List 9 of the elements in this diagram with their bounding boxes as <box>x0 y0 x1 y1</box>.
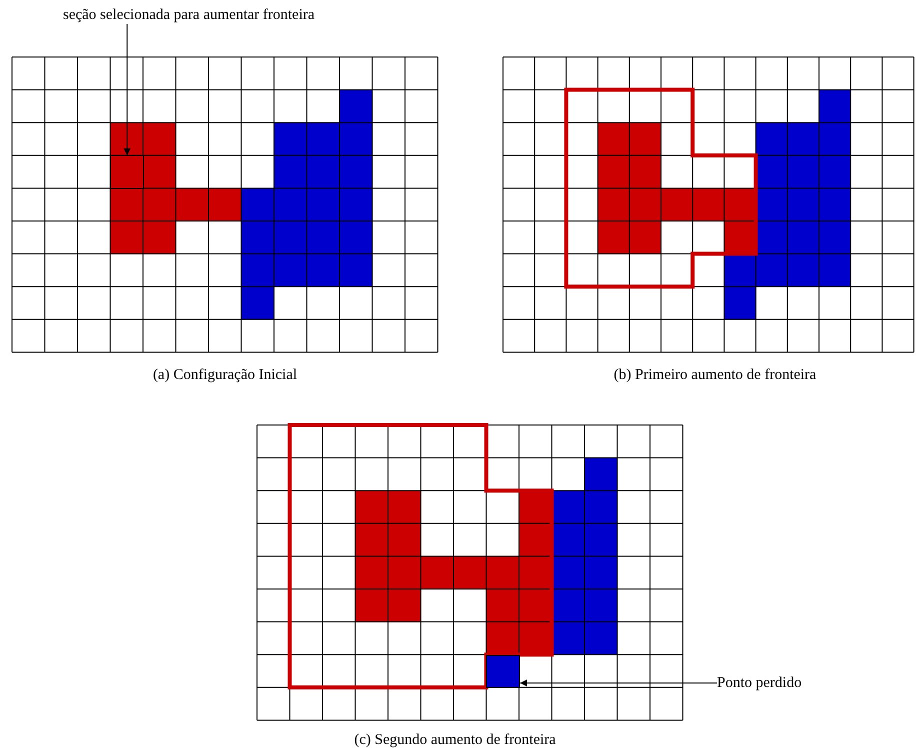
panel-caption: (b) Primeiro aumento de fronteira <box>614 366 816 384</box>
leader-arrow <box>124 24 131 156</box>
grid-cell <box>110 155 144 190</box>
panel-caption: (a) Configuração Inicial <box>152 366 298 384</box>
panel-caption: (c) Segundo aumento de fronteira <box>354 731 556 749</box>
annotation-text: Ponto perdido <box>717 674 802 692</box>
annotation-text: seção selecionada para aumentar fronteira <box>63 6 315 24</box>
leader-arrow <box>520 680 718 686</box>
grid-cell <box>486 654 520 688</box>
